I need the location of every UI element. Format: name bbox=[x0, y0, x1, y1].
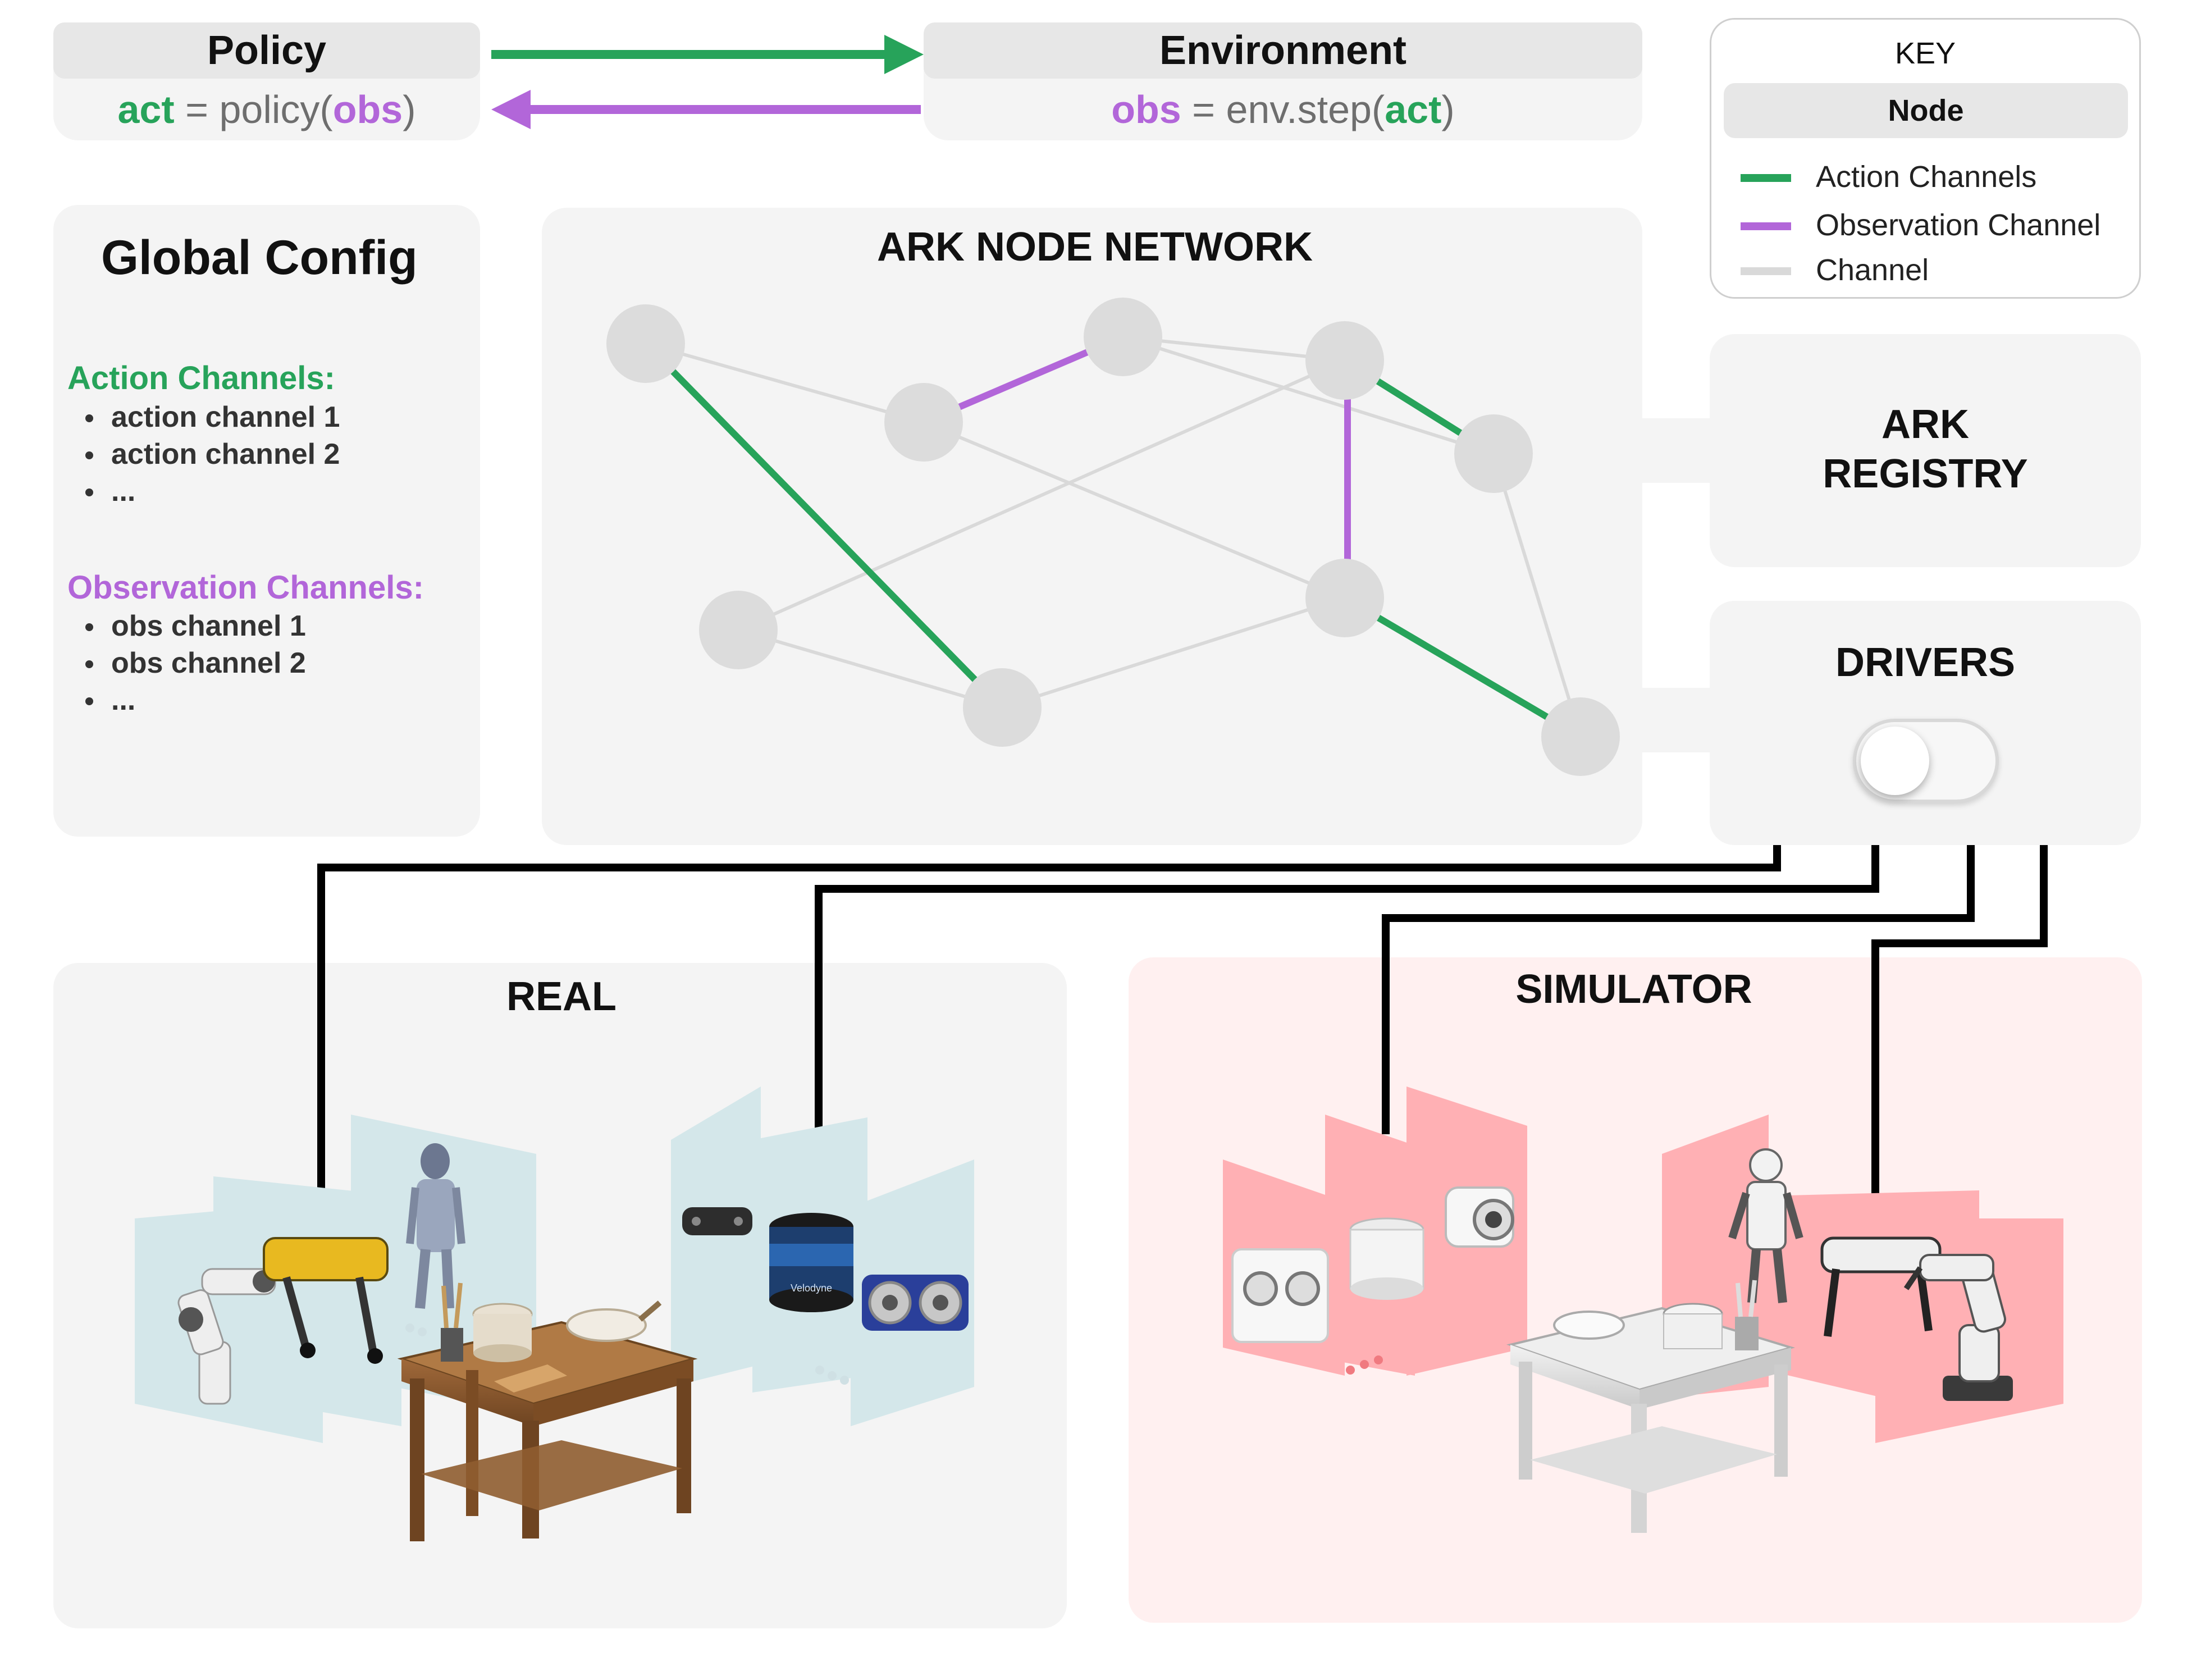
drivers-toggle-knob bbox=[1861, 727, 1929, 795]
registry-panel bbox=[1710, 334, 2141, 567]
observation-channels-list: obs channel 1 obs channel 2 ... bbox=[79, 608, 306, 719]
environment-code: obs = env.step(act) bbox=[1111, 88, 1455, 131]
environment-title: Environment bbox=[924, 22, 1642, 79]
more-sensors-dots bbox=[815, 1366, 849, 1385]
lidar-brand-label: Velodyne bbox=[791, 1282, 832, 1294]
action-edges bbox=[643, 341, 1583, 740]
drivers-toggle[interactable] bbox=[1853, 719, 1999, 803]
registry-title-line1: ARK bbox=[1882, 402, 1969, 447]
sim-table-icon bbox=[1506, 1280, 1796, 1533]
policy-code: act = policy(obs) bbox=[117, 88, 416, 131]
key-observation-line bbox=[1741, 222, 1791, 230]
node bbox=[1084, 298, 1162, 376]
policy-title: Policy bbox=[53, 22, 480, 79]
ultrasonic-sensor-icon bbox=[862, 1275, 969, 1331]
key-action-label: Action Channels bbox=[1816, 160, 2037, 194]
key-channel-line bbox=[1741, 267, 1791, 275]
node bbox=[963, 668, 1042, 747]
kitchen-table-icon bbox=[397, 1282, 698, 1541]
channel-edges bbox=[645, 335, 1582, 737]
action-arrow bbox=[491, 35, 924, 74]
simulator-title: SIMULATOR bbox=[1515, 967, 1752, 1012]
depth-camera-icon bbox=[682, 1207, 752, 1235]
node bbox=[606, 304, 685, 383]
obs-channel-item: ... bbox=[79, 682, 306, 719]
driver-wires bbox=[317, 845, 2048, 1202]
drivers-title: DRIVERS bbox=[1835, 640, 2016, 685]
network-title: ARK NODE NETWORK bbox=[877, 225, 1313, 270]
sim-quadruped-icon bbox=[1820, 1236, 1942, 1337]
node bbox=[1454, 414, 1533, 493]
quadruped-robot-icon bbox=[263, 1237, 389, 1364]
action-channels-list: action channel 1 action channel 2 ... bbox=[79, 399, 340, 510]
key-action-line bbox=[1741, 174, 1791, 182]
humanoid-robot-icon bbox=[406, 1143, 465, 1309]
node bbox=[884, 383, 963, 462]
network-registry-connector bbox=[1642, 418, 1712, 483]
global-config-panel bbox=[53, 205, 480, 837]
more-robots-dots bbox=[405, 1323, 427, 1336]
sim-lidar-icon bbox=[1349, 1217, 1424, 1300]
observation-edges bbox=[922, 334, 1351, 598]
obs-channel-item: obs channel 2 bbox=[79, 645, 306, 682]
lidar-icon: Velodyne bbox=[769, 1213, 853, 1312]
observation-arrow bbox=[491, 90, 921, 129]
action-channels-heading: Action Channels: bbox=[67, 360, 335, 396]
sim-robot-arm-icon bbox=[1903, 1254, 2013, 1401]
key-observation-label: Observation Channel bbox=[1816, 208, 2101, 242]
network-drivers-connector bbox=[1642, 688, 1712, 752]
global-config-title: Global Config bbox=[101, 231, 418, 285]
node bbox=[1305, 559, 1384, 637]
key-node-sample: Node bbox=[1724, 83, 2128, 138]
sim-more-sensors-dots bbox=[1346, 1355, 1383, 1375]
obs-channel-item: obs channel 1 bbox=[79, 608, 306, 645]
action-channel-item: action channel 1 bbox=[79, 399, 340, 436]
observation-channels-heading: Observation Channels: bbox=[67, 569, 424, 606]
key-channel-label: Channel bbox=[1816, 253, 1929, 287]
sim-ultrasonic-icon bbox=[1231, 1248, 1329, 1343]
registry-title: ARK REGISTRY bbox=[1710, 393, 2141, 505]
node bbox=[1541, 697, 1620, 776]
network-nodes bbox=[606, 298, 1620, 776]
sim-camera-icon bbox=[1445, 1186, 1514, 1248]
registry-title-line2: REGISTRY bbox=[1823, 451, 2028, 496]
action-channel-item: ... bbox=[79, 473, 340, 510]
real-title: REAL bbox=[506, 974, 616, 1019]
key-title: KEY bbox=[1894, 36, 1956, 70]
action-channel-item: action channel 2 bbox=[79, 436, 340, 473]
node bbox=[1305, 321, 1384, 400]
key-panel bbox=[1710, 18, 2141, 299]
node bbox=[699, 591, 778, 669]
